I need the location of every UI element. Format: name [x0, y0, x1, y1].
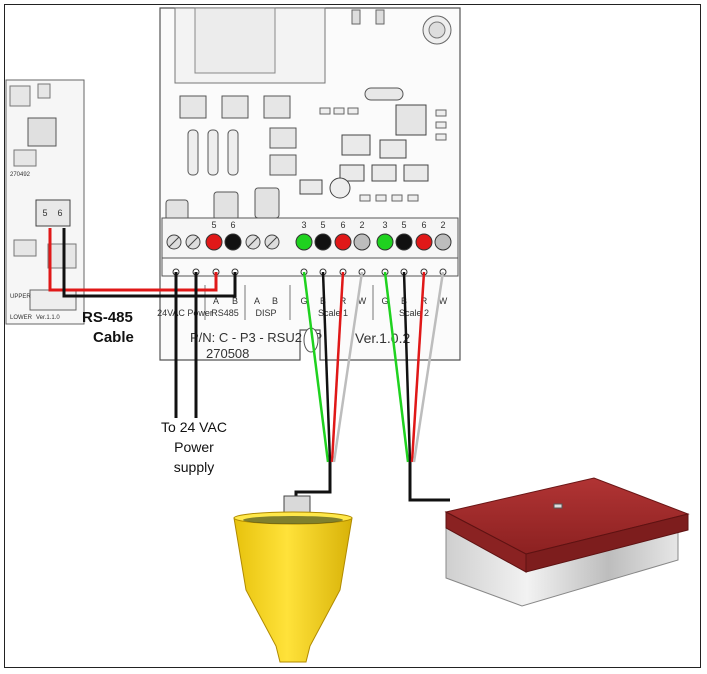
power-supply-label-line1: To 24 VAC	[161, 419, 227, 435]
platform-scale	[444, 477, 690, 607]
terminal-number: 5	[320, 220, 325, 230]
terminal-number: 2	[359, 220, 364, 230]
small-board-date-code: 270492	[10, 172, 31, 178]
pin-letter: A	[254, 296, 260, 306]
group-label-rs485: RS485	[211, 308, 239, 318]
capacitor-cans	[165, 187, 280, 223]
ic-chips	[299, 104, 429, 199]
diagram-frame	[4, 4, 701, 668]
pin-letter: G	[300, 296, 307, 306]
terminal-colors	[205, 233, 452, 251]
smd-rows	[319, 107, 447, 202]
group-labels: 24VAC Power RS485 DISP Scale 1 Scale 2	[157, 308, 429, 318]
terminal-number: 5	[401, 220, 406, 230]
group-label-scale1: Scale 1	[318, 308, 348, 318]
scale2-cable	[383, 271, 450, 502]
pin-letter: B	[272, 296, 278, 306]
pin-letter: W	[439, 296, 448, 306]
pin-letter: B	[232, 296, 238, 306]
diode-row	[179, 95, 297, 176]
small-board: 270492 5 6 UPPER LOWER Ver.1.1.0	[5, 79, 85, 325]
power-supply-label-line2: Power	[174, 439, 214, 455]
terminal-number: 6	[421, 220, 426, 230]
terminal-number: 2	[440, 220, 445, 230]
terminal-number: 5	[211, 220, 216, 230]
version-label: Ver.1.0.2	[355, 330, 410, 346]
power-wires	[174, 272, 198, 418]
power-supply-label-line3: supply	[174, 459, 214, 475]
terminal-number: 3	[382, 220, 387, 230]
terminal-numbers: 5 6 3 5 6 2 3 5 6 2	[211, 220, 445, 230]
group-dividers	[204, 285, 374, 320]
small-board-terminal-number: 6	[57, 208, 62, 218]
pin-letter: R	[421, 296, 428, 306]
group-label-power: 24VAC Power	[157, 308, 213, 318]
terminal-number: 6	[340, 220, 345, 230]
group-label-scale2: Scale 2	[399, 308, 429, 318]
pin-letter: A	[213, 296, 219, 306]
power-screws	[166, 234, 280, 250]
date-code: 270508	[206, 346, 249, 361]
hopper-load-cell	[233, 495, 353, 663]
small-board-version: Ver.1.1.0	[36, 315, 60, 321]
small-board-terminal-number: 5	[42, 208, 47, 218]
rs485-cable-label-line1: RS-485	[82, 309, 133, 326]
small-board-upper-label: UPPER	[10, 294, 31, 300]
rs485-cable	[48, 228, 237, 298]
pin-letter: G	[381, 296, 388, 306]
resistor-column	[187, 129, 239, 176]
rs485-cable-label-line2: Cable	[93, 329, 134, 346]
terminal-number: 3	[301, 220, 306, 230]
terminal-number: 6	[230, 220, 235, 230]
pin-letter: R	[340, 296, 347, 306]
pin-letter: W	[358, 296, 367, 306]
part-number: P/N: C - P3 - RSU2 - P	[190, 330, 322, 345]
small-board-lower-label: LOWER	[10, 315, 33, 321]
group-label-disp: DISP	[255, 308, 276, 318]
